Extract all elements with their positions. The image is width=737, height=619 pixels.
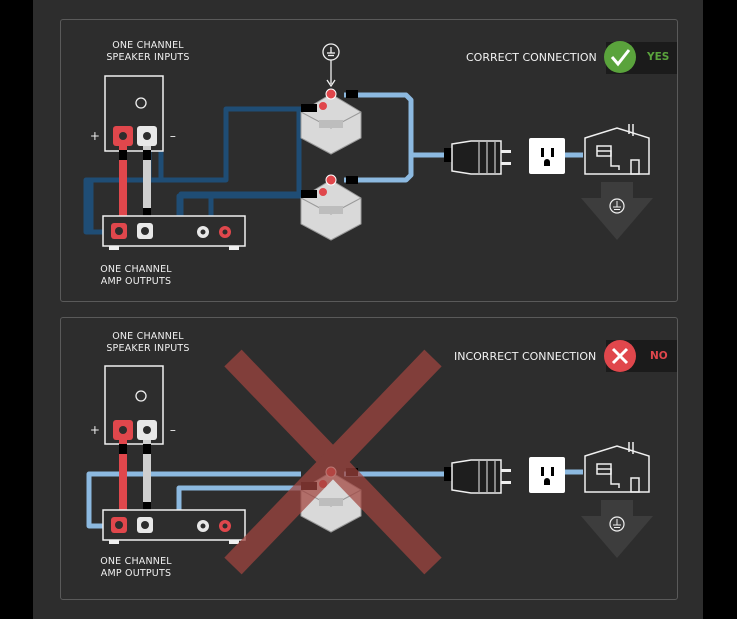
red-positive-wire (119, 146, 127, 214)
down-arrow-icon (581, 182, 653, 240)
amp-output-box-2 (102, 509, 246, 544)
house-icon (584, 124, 650, 175)
dark-wire-to-isolator-top (178, 106, 302, 235)
amp-label-line2-2: AMP OUTPUTS (100, 568, 172, 579)
house-icon-2 (584, 442, 650, 493)
plug-icon (444, 140, 511, 175)
amp-outputs-label: ONE CHANNEL AMP OUTPUTS (69, 264, 203, 288)
speaker-label-line1-2: ONE CHANNEL (112, 331, 184, 342)
status-pill-2 (604, 340, 677, 372)
amp-label-line1: ONE CHANNEL (100, 264, 172, 275)
amp-outputs-label-2: ONE CHANNEL AMP OUTPUTS (69, 556, 203, 580)
minus-sign: – (169, 129, 177, 143)
diagram-stage: ONE CHANNEL SPEAKER INPUTS ONE CHANNEL A… (33, 0, 703, 619)
plus-sign: + (89, 129, 101, 143)
speaker-inputs-label: ONE CHANNEL SPEAKER INPUTS (89, 40, 207, 64)
cross-out-mark (224, 349, 442, 575)
grey-negative-wire-2 (143, 440, 151, 508)
status-text: CORRECT CONNECTION (466, 51, 597, 64)
isolator-top (300, 88, 362, 155)
speaker-inputs-label-2: ONE CHANNEL SPEAKER INPUTS (89, 331, 207, 355)
speaker-label-line1: ONE CHANNEL (112, 40, 184, 51)
speaker-input-box (104, 75, 164, 152)
down-arrow-icon-2 (581, 500, 653, 558)
amp-label-line1-2: ONE CHANNEL (100, 556, 172, 567)
speaker-label-line2-2: SPEAKER INPUTS (106, 343, 190, 354)
speaker-to-top-isolator-path (91, 106, 301, 183)
status-pill-label: YES (647, 51, 670, 63)
checkmark-icon (604, 41, 636, 73)
plug-icon-2 (444, 459, 511, 494)
isolator-bottom (300, 174, 362, 241)
status-text-2: INCORRECT CONNECTION (454, 350, 597, 363)
speaker-label-line2: SPEAKER INPUTS (106, 52, 190, 63)
ground-icon (322, 43, 340, 88)
amp-output-box (102, 215, 246, 250)
correct-wiring-diagram (83, 41, 677, 250)
incorrect-connection-panel: ONE CHANNEL SPEAKER INPUTS ONE CHANNEL A… (60, 317, 678, 600)
outlet-icon (529, 138, 565, 174)
outlet-icon-2 (529, 457, 565, 493)
plus-sign-2: + (89, 423, 101, 437)
speaker-input-box-2 (104, 365, 164, 445)
minus-sign-2: – (169, 423, 177, 437)
red-positive-wire-2 (119, 440, 127, 508)
light-wire-top (344, 92, 446, 158)
light-wire-bottom (344, 155, 414, 183)
status-pill (604, 41, 677, 74)
amp-label-line2: AMP OUTPUTS (100, 276, 172, 287)
correct-connection-panel: ONE CHANNEL SPEAKER INPUTS ONE CHANNEL A… (60, 19, 678, 302)
incorrect-wiring-diagram (86, 340, 677, 575)
status-pill-label-2: NO (650, 350, 668, 362)
grey-negative-wire (143, 146, 151, 214)
